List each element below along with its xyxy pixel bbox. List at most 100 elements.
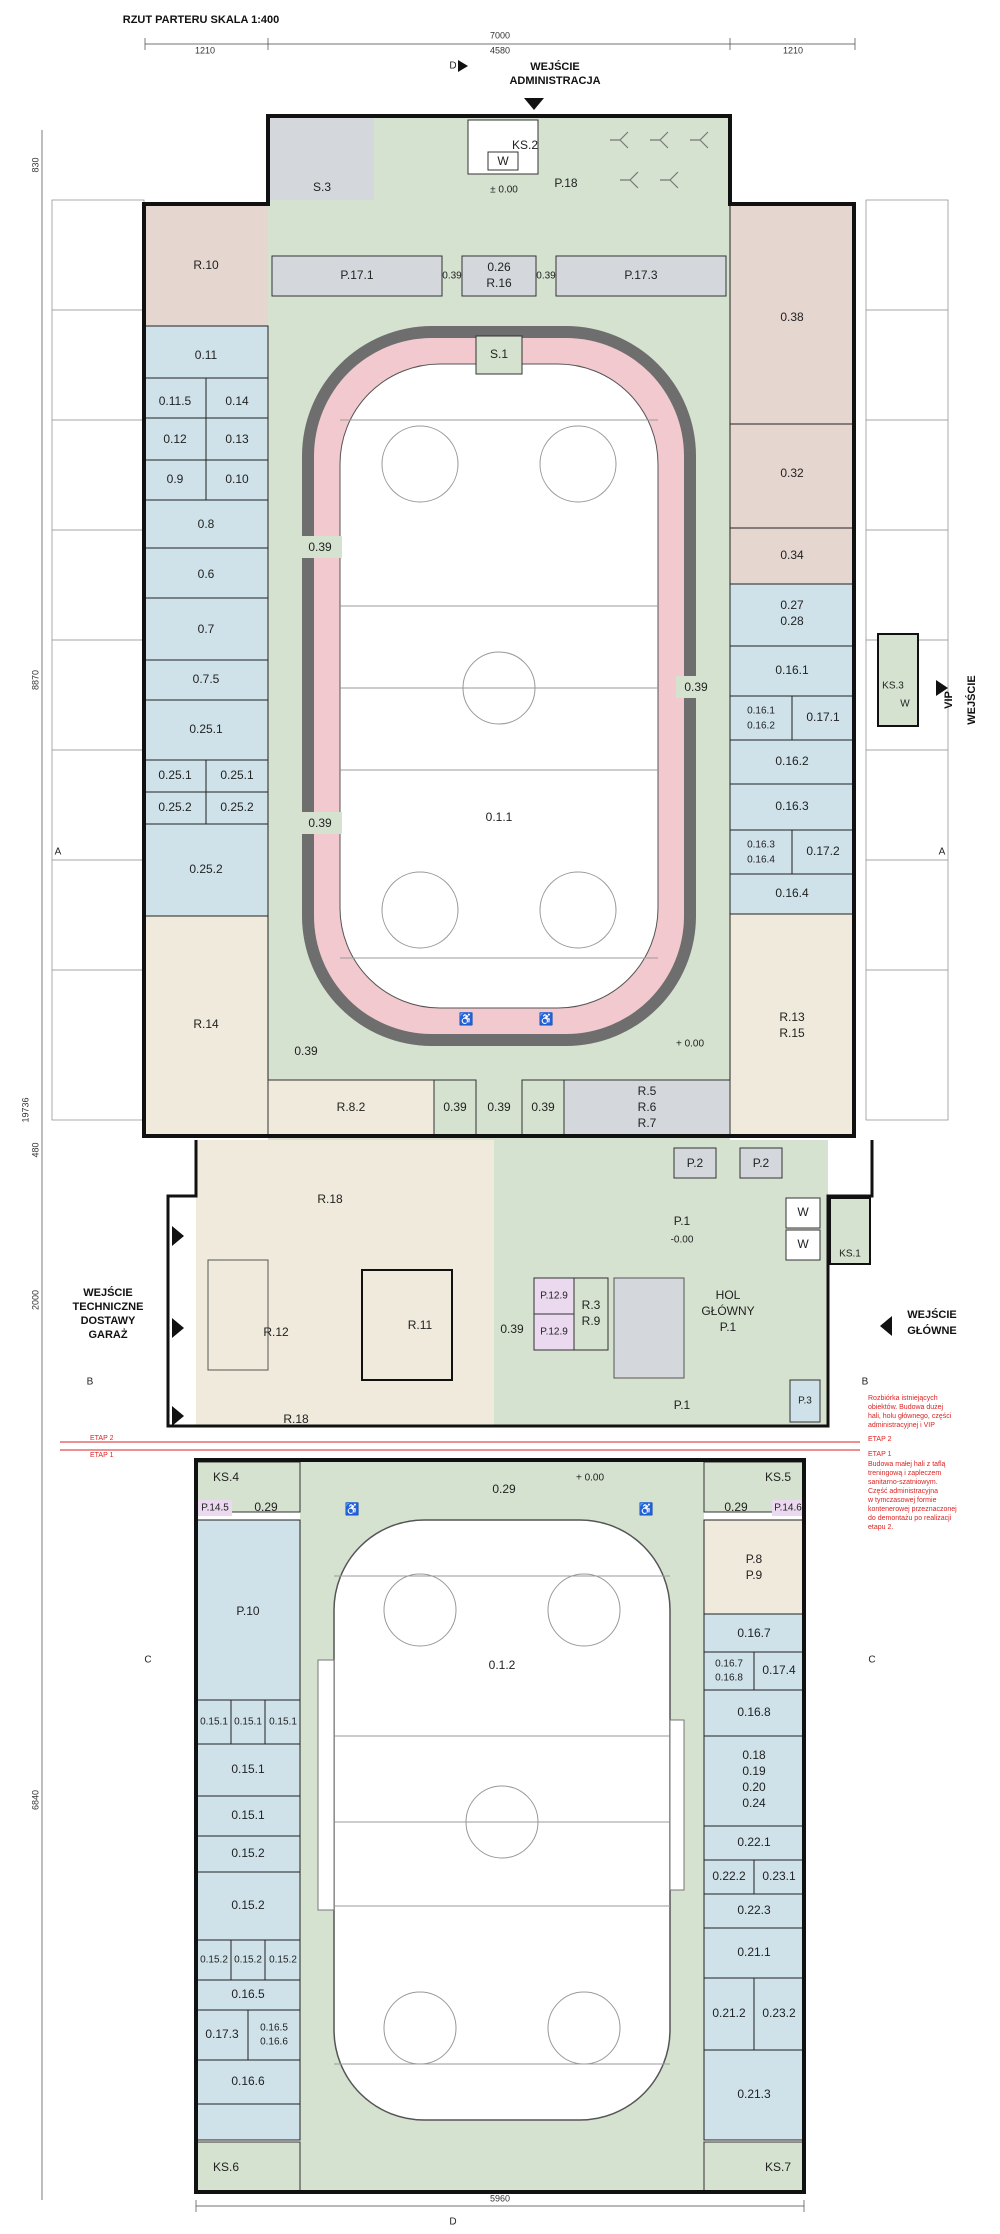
dim-left-total: 19736 — [20, 1097, 30, 1122]
corridor-c39-b — [298, 812, 342, 834]
room-ks7 — [703, 2141, 805, 2193]
label-o12: 0.12 — [163, 432, 187, 446]
label-q231: 0.23.1 — [762, 1869, 796, 1883]
label-q221: 0.22.1 — [737, 1835, 771, 1849]
label-r82: R.8.2 — [337, 1100, 366, 1114]
plan-title: RZUT PARTERU SKALA 1:400 — [123, 14, 279, 26]
label-o161: 0.16.1 — [775, 663, 809, 677]
label-ks4: KS.4 — [213, 1470, 239, 1484]
room-w2 — [785, 1229, 821, 1261]
label-q152a: 0.15.2 — [231, 1846, 265, 1860]
label-b39-b: 0.39 — [487, 1100, 511, 1114]
label-o9: 0.9 — [167, 472, 184, 486]
label-o172: 0.17.2 — [806, 844, 840, 858]
label-q1521: 0.15.2 — [200, 1955, 228, 1966]
right-room-grid — [729, 583, 855, 915]
accessible-seat-icon-3: ♿ — [345, 1502, 360, 1516]
label-l29top: 0.29 — [492, 1482, 516, 1496]
label-level-big: + 0.00 — [676, 1039, 705, 1050]
room-p8-p9 — [703, 1519, 805, 1615]
room-w1 — [785, 1197, 821, 1229]
label-p129b: P.12.9 — [540, 1327, 568, 1338]
label-q174: 0.17.4 — [762, 1663, 796, 1677]
label-r6: R.6 — [638, 1100, 657, 1114]
label-p8: P.8 — [746, 1552, 763, 1566]
svg-text:treningową i zapleczem: treningową i zapleczem — [868, 1470, 941, 1477]
room-r14 — [143, 915, 269, 1137]
room-s3 — [270, 118, 374, 202]
label-q1672: 0.16.7 — [715, 1659, 743, 1670]
room-r16 — [461, 255, 537, 297]
label-r14: R.14 — [193, 1017, 219, 1031]
label-w2: W — [797, 1237, 809, 1251]
dim-bottom: 5960 — [490, 2193, 510, 2203]
label-p2a: P.2 — [687, 1156, 704, 1170]
entrance-vip-arrow-icon — [936, 680, 948, 696]
label-r5: R.5 — [638, 1084, 657, 1098]
corridor-c39-a — [298, 536, 342, 558]
label-q24: 0.24 — [742, 1796, 766, 1810]
entrance-main-label-1: WEJŚCIE — [907, 1308, 957, 1321]
label-q166b: 0.16.6 — [231, 2074, 265, 2088]
room-r13-r15 — [729, 913, 855, 1137]
room-p171 — [271, 255, 443, 297]
room-ks6 — [195, 2141, 301, 2193]
rink-1-markings — [340, 419, 658, 959]
accessible-seat-icon-2: ♿ — [539, 1012, 554, 1026]
svg-text:Budowa małej hali z taflą: Budowa małej hali z taflą — [868, 1461, 946, 1468]
label-q232: 0.23.2 — [762, 2006, 796, 2020]
label-o11: 0.11 — [195, 348, 218, 362]
label-p173: P.17.3 — [624, 268, 657, 282]
label-p18: P.18 — [554, 176, 577, 190]
label-q168b: 0.16.8 — [737, 1705, 771, 1719]
label-o171: 0.17.1 — [806, 710, 840, 724]
bottom-dimension-line — [195, 2200, 805, 2212]
label-q167: 0.16.7 — [737, 1626, 771, 1640]
label-q211: 0.21.1 — [737, 1945, 771, 1959]
label-p1c: P.1 — [674, 1398, 691, 1412]
entrance-tech-arrow-icon-2 — [172, 1318, 184, 1338]
svg-text:do demontażu po realizacji: do demontażu po realizacji — [868, 1515, 952, 1522]
label-l29a: 0.29 — [254, 1500, 278, 1514]
label-o115: 0.11.5 — [159, 394, 192, 408]
room-o38 — [729, 203, 855, 425]
label-p9: P.9 — [746, 1568, 763, 1582]
label-o162: 0.16.2 — [775, 754, 809, 768]
label-o1632: 0.16.3 — [747, 840, 775, 851]
room-p3 — [789, 1379, 821, 1423]
label-o251: 0.25.1 — [189, 722, 223, 736]
svg-text:kontenerowej przeznaczonej: kontenerowej przeznaczonej — [868, 1506, 957, 1513]
label-o1612: 0.16.1 — [747, 706, 775, 717]
rink-2-markings — [334, 1573, 670, 2065]
entrance-admin-label-2: ADMINISTRACJA — [509, 75, 600, 87]
section-mark-c-left: C — [144, 1655, 151, 1666]
svg-text:sanitarno-szatniowym.: sanitarno-szatniowym. — [868, 1479, 938, 1486]
label-o27: 0.27 — [780, 598, 804, 612]
entrance-tech-label-1: WEJŚCIE — [83, 1286, 133, 1299]
label-q166: 0.16.6 — [260, 2037, 288, 2048]
section-mark-a-right: A — [939, 847, 946, 858]
label-b39-c: 0.39 — [531, 1100, 555, 1114]
corridor-c39-c — [676, 676, 716, 698]
label-o28: 0.28 — [780, 614, 804, 628]
svg-text:w tymczasowej formie: w tymczasowej formie — [867, 1497, 937, 1504]
room-p146 — [772, 1500, 804, 1516]
rink-1-ice — [339, 363, 659, 1009]
svg-text:etapu 2.: etapu 2. — [868, 1524, 893, 1531]
label-q212: 0.21.2 — [712, 2006, 746, 2020]
label-o13: 0.13 — [225, 432, 249, 446]
label-ks2: KS.2 — [512, 138, 538, 152]
label-o164: 0.16.4 — [747, 855, 775, 866]
label-o10: 0.10 — [225, 472, 249, 486]
left-facade-marks — [51, 199, 145, 1121]
corridor-h39 — [494, 1140, 530, 1426]
label-level-top: ± 0.00 — [490, 185, 518, 196]
room-r18-area — [196, 1140, 494, 1426]
label-o34: 0.34 — [780, 548, 804, 562]
rink-2-bench-right — [669, 1719, 685, 1891]
label-o14: 0.14 — [225, 394, 249, 408]
label-ks7: KS.7 — [765, 2160, 791, 2174]
dim-top-right: 1210 — [783, 45, 803, 55]
label-q213: 0.21.3 — [737, 2087, 771, 2101]
room-p145 — [198, 1500, 232, 1516]
